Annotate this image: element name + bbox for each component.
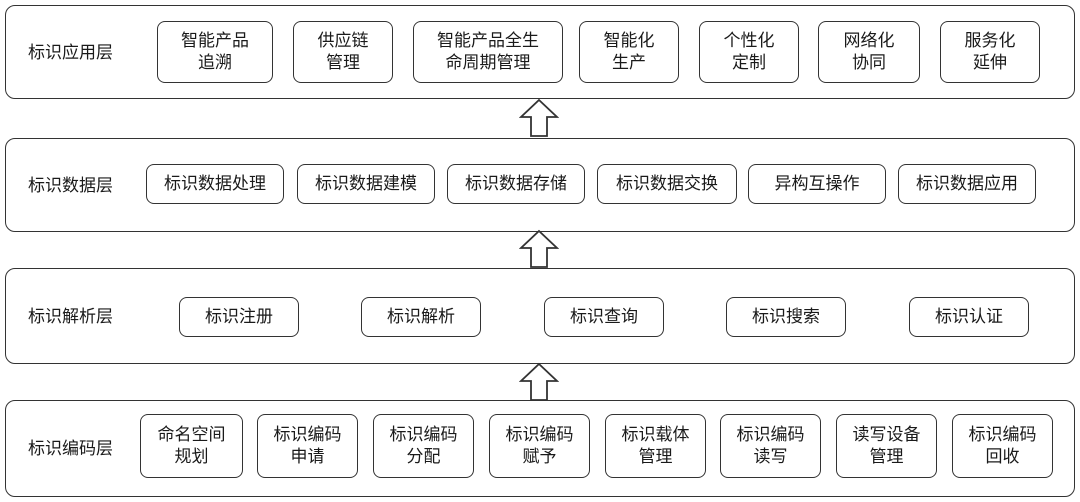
box-line: 服务化	[964, 31, 1016, 51]
resolution-layer: 标识解析层 标识注册 标识解析 标识查询 标识搜索 标识认证	[5, 268, 1075, 364]
box-line: 标识载体	[621, 425, 690, 445]
up-arrow-icon	[519, 98, 559, 137]
layer-title-resolution: 标识解析层	[28, 307, 113, 327]
resolution-box-registration: 标识注册	[179, 297, 299, 337]
data-box-processing: 标识数据处理	[146, 164, 284, 204]
data-layer: 标识数据层 标识数据处理 标识数据建模 标识数据存储 标识数据交换 异构互操作 …	[5, 138, 1075, 232]
box-line: 标识编码	[968, 425, 1037, 445]
box-line: 回收	[985, 447, 1020, 467]
box-line: 命周期管理	[445, 53, 531, 73]
box-line: 规划	[174, 447, 209, 467]
box-line: 供应链	[317, 31, 369, 51]
data-box-interoperability: 异构互操作	[748, 164, 886, 204]
app-box-product-traceability: 智能产品追溯	[157, 21, 273, 83]
box-line: 赋予	[522, 447, 557, 467]
box-line: 读写	[753, 447, 788, 467]
layer-title-encoding: 标识编码层	[28, 439, 113, 459]
encoding-box-allocation: 标识编码分配	[373, 414, 474, 478]
data-box-exchange: 标识数据交换	[597, 164, 737, 204]
box-line: 分配	[406, 447, 441, 467]
box-line: 网络化	[843, 31, 895, 51]
application-layer: 标识应用层 智能产品追溯 供应链管理 智能产品全生命周期管理 智能化生产 个性化…	[5, 5, 1075, 99]
box-line: 标识编码	[389, 425, 458, 445]
box-line: 个性化	[723, 31, 775, 51]
encoding-box-recycling: 标识编码回收	[952, 414, 1053, 478]
encoding-box-application: 标识编码申请	[257, 414, 358, 478]
resolution-box-query: 标识查询	[544, 297, 664, 337]
box-line: 追溯	[198, 53, 232, 73]
up-arrow-icon	[519, 362, 559, 401]
layer-title-application: 标识应用层	[28, 43, 113, 63]
data-box-modeling: 标识数据建模	[297, 164, 435, 204]
encoding-box-carrier-management: 标识载体管理	[605, 414, 706, 478]
box-line: 命名空间	[157, 425, 226, 445]
app-box-supply-chain: 供应链管理	[293, 21, 393, 83]
box-line: 智能产品	[181, 31, 249, 51]
layer-title-data: 标识数据层	[28, 176, 113, 196]
resolution-box-search: 标识搜索	[726, 297, 846, 337]
box-line: 智能化	[603, 31, 655, 51]
encoding-layer: 标识编码层 命名空间规划 标识编码申请 标识编码分配 标识编码赋予 标识载体管理…	[5, 400, 1075, 497]
up-arrow-icon	[519, 229, 559, 268]
box-line: 生产	[612, 53, 646, 73]
box-line: 读写设备	[852, 425, 921, 445]
encoding-box-namespace-planning: 命名空间规划	[140, 414, 243, 478]
app-box-customization: 个性化定制	[699, 21, 799, 83]
app-box-service-extension: 服务化延伸	[940, 21, 1040, 83]
box-line: 协同	[852, 53, 886, 73]
box-line: 智能产品全生	[437, 31, 539, 51]
encoding-box-device-management: 读写设备管理	[836, 414, 937, 478]
box-line: 标识编码	[505, 425, 574, 445]
app-box-collaboration: 网络化协同	[818, 21, 920, 83]
box-line: 管理	[638, 447, 673, 467]
encoding-box-assignment: 标识编码赋予	[489, 414, 590, 478]
box-line: 管理	[326, 53, 360, 73]
box-line: 管理	[869, 447, 904, 467]
app-box-lifecycle: 智能产品全生命周期管理	[413, 21, 563, 83]
encoding-box-read-write: 标识编码读写	[720, 414, 821, 478]
resolution-box-resolution: 标识解析	[361, 297, 481, 337]
box-line: 申请	[290, 447, 325, 467]
box-line: 延伸	[973, 53, 1007, 73]
box-line: 标识编码	[736, 425, 805, 445]
data-box-application: 标识数据应用	[898, 164, 1036, 204]
data-box-storage: 标识数据存储	[447, 164, 585, 204]
box-line: 定制	[732, 53, 766, 73]
app-box-smart-production: 智能化生产	[579, 21, 679, 83]
resolution-box-authentication: 标识认证	[909, 297, 1029, 337]
box-line: 标识编码	[273, 425, 342, 445]
